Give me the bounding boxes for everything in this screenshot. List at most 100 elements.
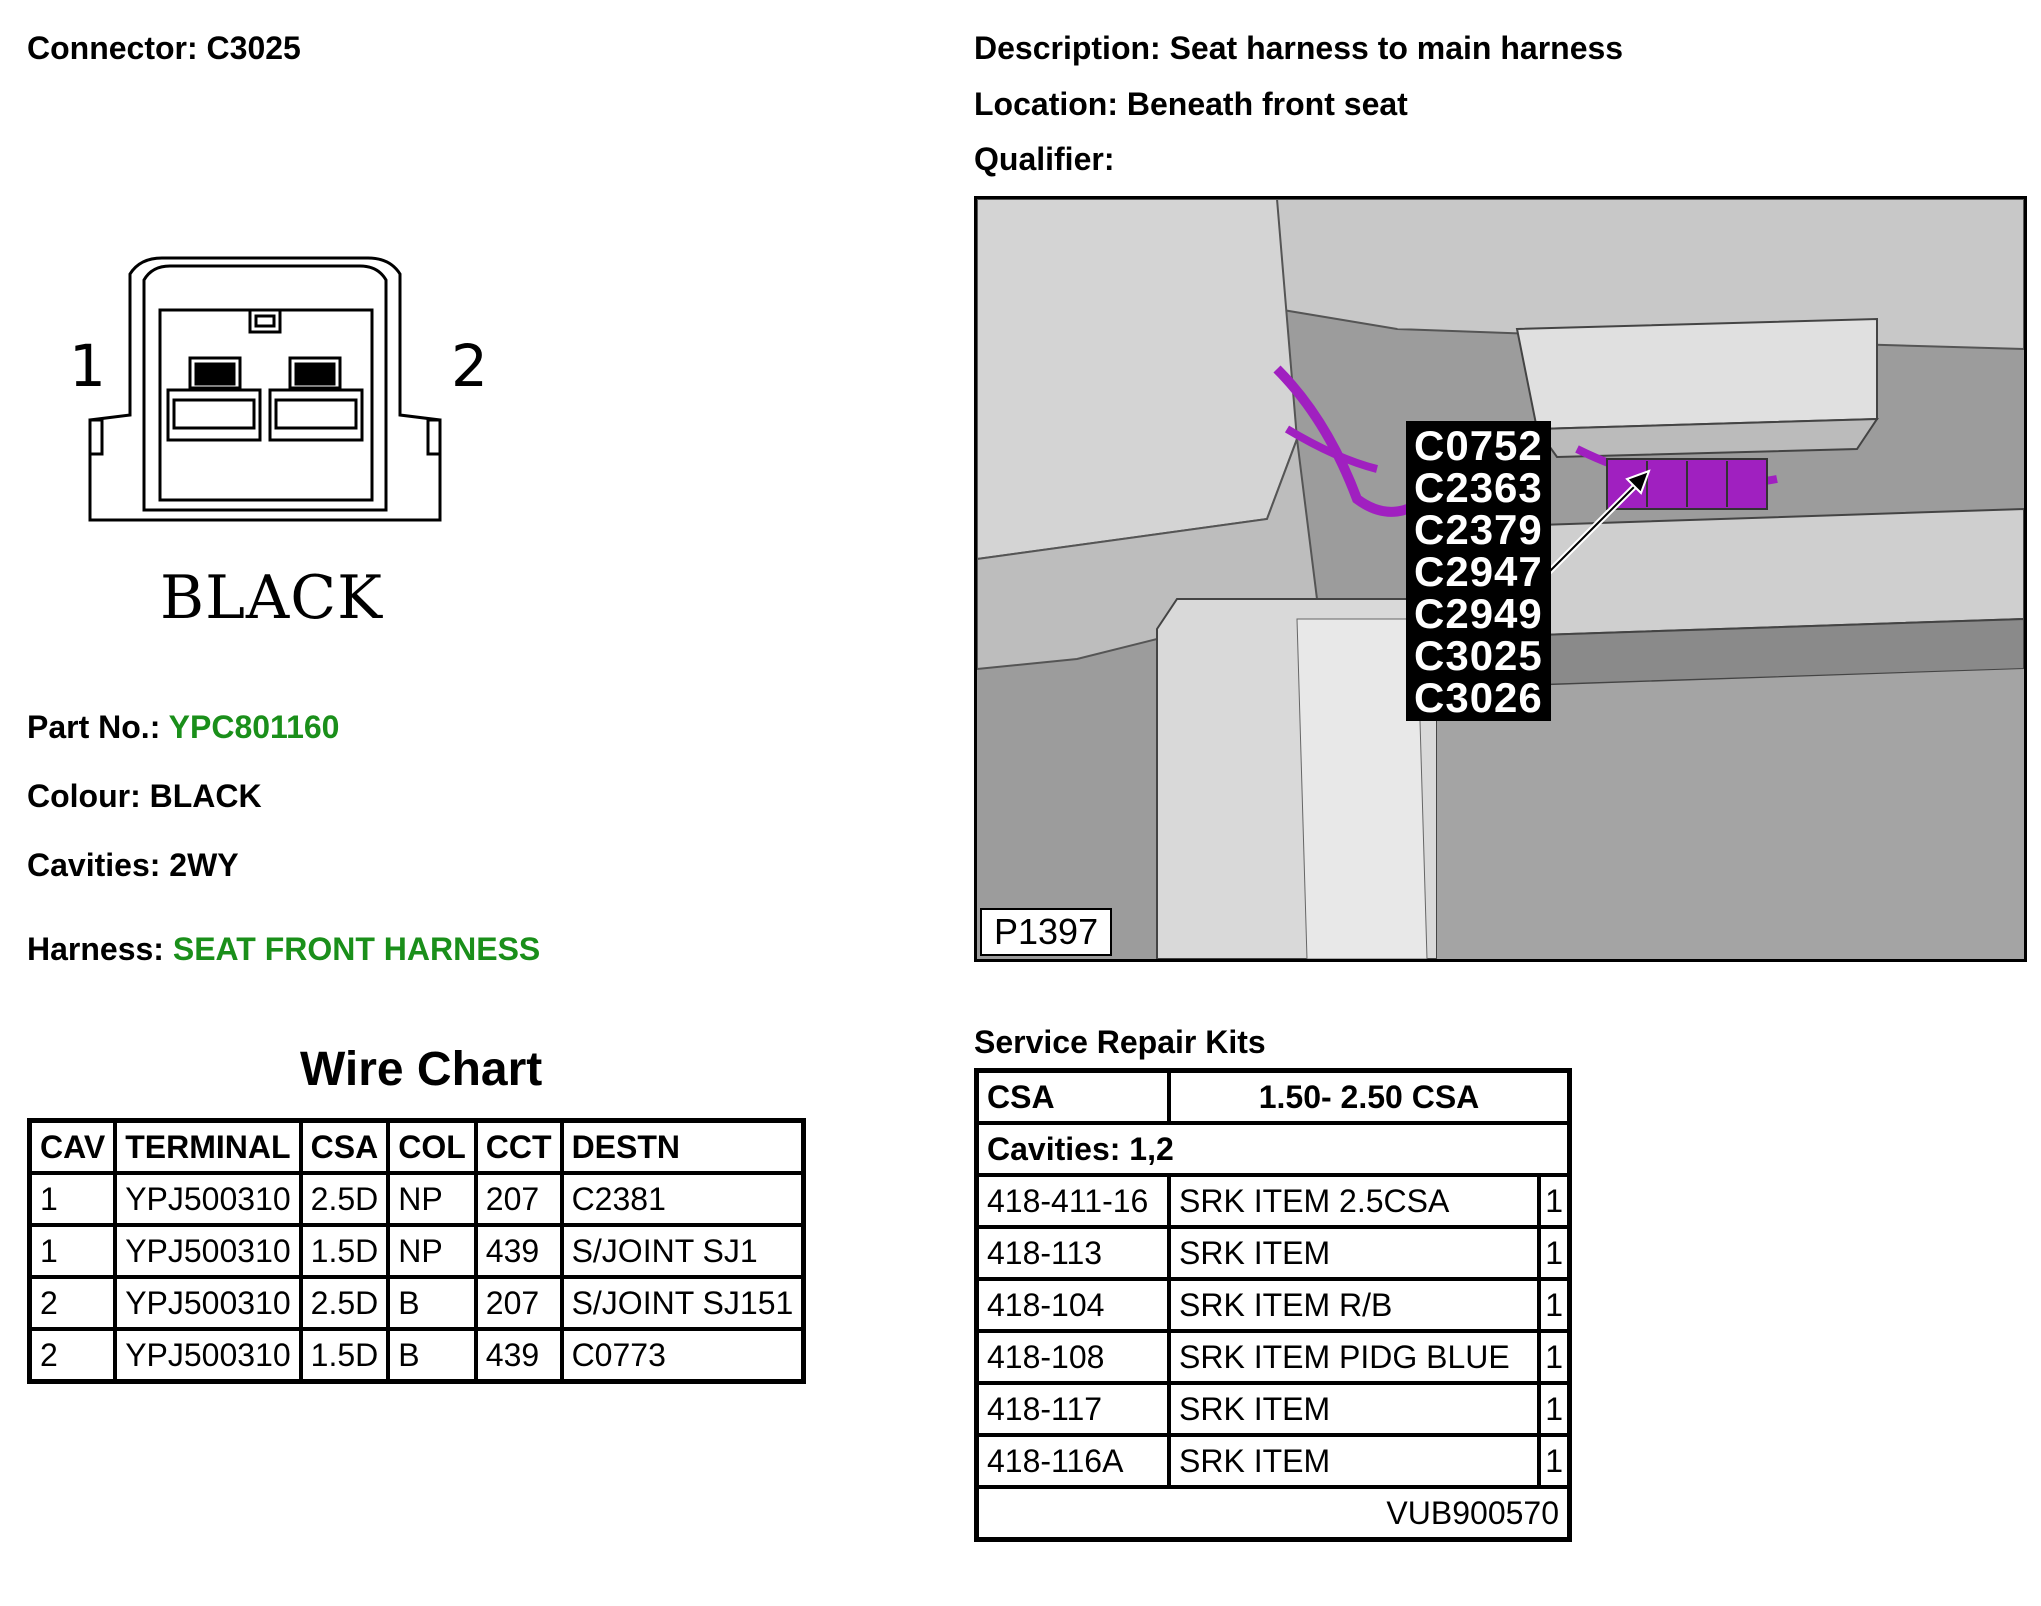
srk-kit-qty: 1 [1537,1225,1572,1281]
srk-kit-number: 418-116A [974,1433,1171,1489]
srk-kit-number: 418-104 [974,1277,1171,1333]
srk-title: Service Repair Kits [974,1024,1266,1060]
connector-colour-label: BLACK [160,563,383,633]
srk-kit-description: SRK ITEM [1166,1225,1542,1281]
srk-footer-ref: VUB900570 [974,1485,1572,1542]
srk-csa-range: 1.50- 2.50 CSA [1167,1068,1572,1125]
cavity-1-label: 1 [69,332,106,400]
cell-terminal: YPJ500310 [113,1327,303,1384]
cell-cct: 207 [473,1275,564,1331]
cavities-label: Cavities: [27,847,161,883]
description-line: Description: Seat harness to main harnes… [974,32,1623,64]
cell-col: B [386,1275,478,1331]
harness-label: Harness: [27,931,164,967]
connector-line: Connector: C3025 [27,32,301,64]
callout-connector-id: C2379 [1414,506,1543,553]
cavities-line: Cavities: 2WY [27,849,239,881]
cell-cav: 1 [27,1223,118,1279]
cell-destn: C0773 [559,1327,806,1384]
cell-cav: 1 [27,1171,118,1227]
location-line: Location: Beneath front seat [974,88,1408,120]
callout-connector-id: C2363 [1414,464,1543,511]
cell-col: B [386,1327,478,1384]
srk-kit-number: 418-108 [974,1329,1171,1385]
col-header-cav: CAV [27,1118,118,1175]
cell-csa: 2.5D [298,1275,391,1331]
cell-destn: C2381 [559,1171,806,1227]
connector-value: C3025 [206,30,301,66]
srk-kit-description: SRK ITEM [1166,1381,1542,1437]
cell-terminal: YPJ500310 [113,1223,303,1279]
srk-cavities: Cavities: 1,2 [974,1121,1572,1177]
col-header-csa: CSA [298,1118,391,1175]
srk-kit-description: SRK ITEM [1166,1433,1542,1489]
col-header-terminal: TERMINAL [113,1118,303,1175]
srk-kit-number: 418-411-16 [974,1173,1171,1229]
srk-kit-qty: 1 [1537,1433,1572,1489]
connector-face-diagram [88,256,442,522]
col-header-destn: DESTN [559,1118,806,1175]
srk-kit-number: 418-113 [974,1225,1171,1281]
part-no-link[interactable]: YPC801160 [168,709,340,745]
wire-chart-header-row: CAV TERMINAL CSA COL CCT DESTN [27,1118,806,1175]
harness-line: Harness: SEAT FRONT HARNESS [27,933,540,965]
srk-kit-qty: 1 [1537,1173,1572,1229]
cavity-2-label: 2 [451,332,488,400]
part-no-label: Part No.: [27,709,161,745]
srk-kit-description: SRK ITEM R/B [1166,1277,1542,1333]
wire-chart-title: Wire Chart [300,1043,543,1096]
col-header-cct: CCT [473,1118,564,1175]
part-no-line: Part No.: YPC801160 [27,711,339,743]
col-header-col: COL [386,1118,478,1175]
cell-destn: S/JOINT SJ1 [559,1223,806,1279]
cell-csa: 1.5D [298,1223,391,1279]
cavities-value: 2WY [169,847,239,883]
callout-connector-id: C0752 [1414,422,1543,469]
photo-reference: P1397 [980,908,1113,956]
cell-cav: 2 [27,1275,118,1331]
description-value: Seat harness to main harness [1169,30,1624,66]
cell-csa: 1.5D [298,1327,391,1384]
srk-kit-number: 418-117 [974,1381,1171,1437]
location-value: Beneath front seat [1126,86,1408,122]
cell-terminal: YPJ500310 [113,1275,303,1331]
srk-kit-description: SRK ITEM 2.5CSA [1166,1173,1542,1229]
colour-label: Colour: [27,778,141,814]
callout-connector-id: C2949 [1414,590,1543,637]
connector-label: Connector: [27,30,198,66]
cell-destn: S/JOINT SJ151 [559,1275,806,1331]
srk-csa-label: CSA [974,1068,1171,1125]
callout-connector-id: C3025 [1414,632,1543,679]
srk-kit-description: SRK ITEM PIDG BLUE [1166,1329,1542,1385]
srk-footer-row: VUB900570 [974,1485,1572,1542]
location-label: Location: [974,86,1118,122]
callout-connector-id: C3026 [1414,674,1543,721]
colour-line: Colour: BLACK [27,780,262,812]
srk-kit-qty: 1 [1537,1381,1572,1437]
description-label: Description: [974,30,1161,66]
srk-table: CSA 1.50- 2.50 CSA Cavities: 1,2 418-411… [974,1068,1572,1542]
harness-link[interactable]: SEAT FRONT HARNESS [172,931,541,967]
srk-kit-qty: 1 [1537,1329,1572,1385]
qualifier-label: Qualifier: [974,141,1115,177]
cell-cct: 439 [473,1327,564,1384]
cell-cct: 207 [473,1171,564,1227]
cell-cct: 439 [473,1223,564,1279]
srk-cavities-row: Cavities: 1,2 [974,1121,1572,1177]
cell-terminal: YPJ500310 [113,1171,303,1227]
cell-col: NP [386,1171,478,1227]
cell-cav: 2 [27,1327,118,1384]
callout-connector-id: C2947 [1414,548,1543,595]
srk-csa-row: CSA 1.50- 2.50 CSA [974,1068,1572,1125]
